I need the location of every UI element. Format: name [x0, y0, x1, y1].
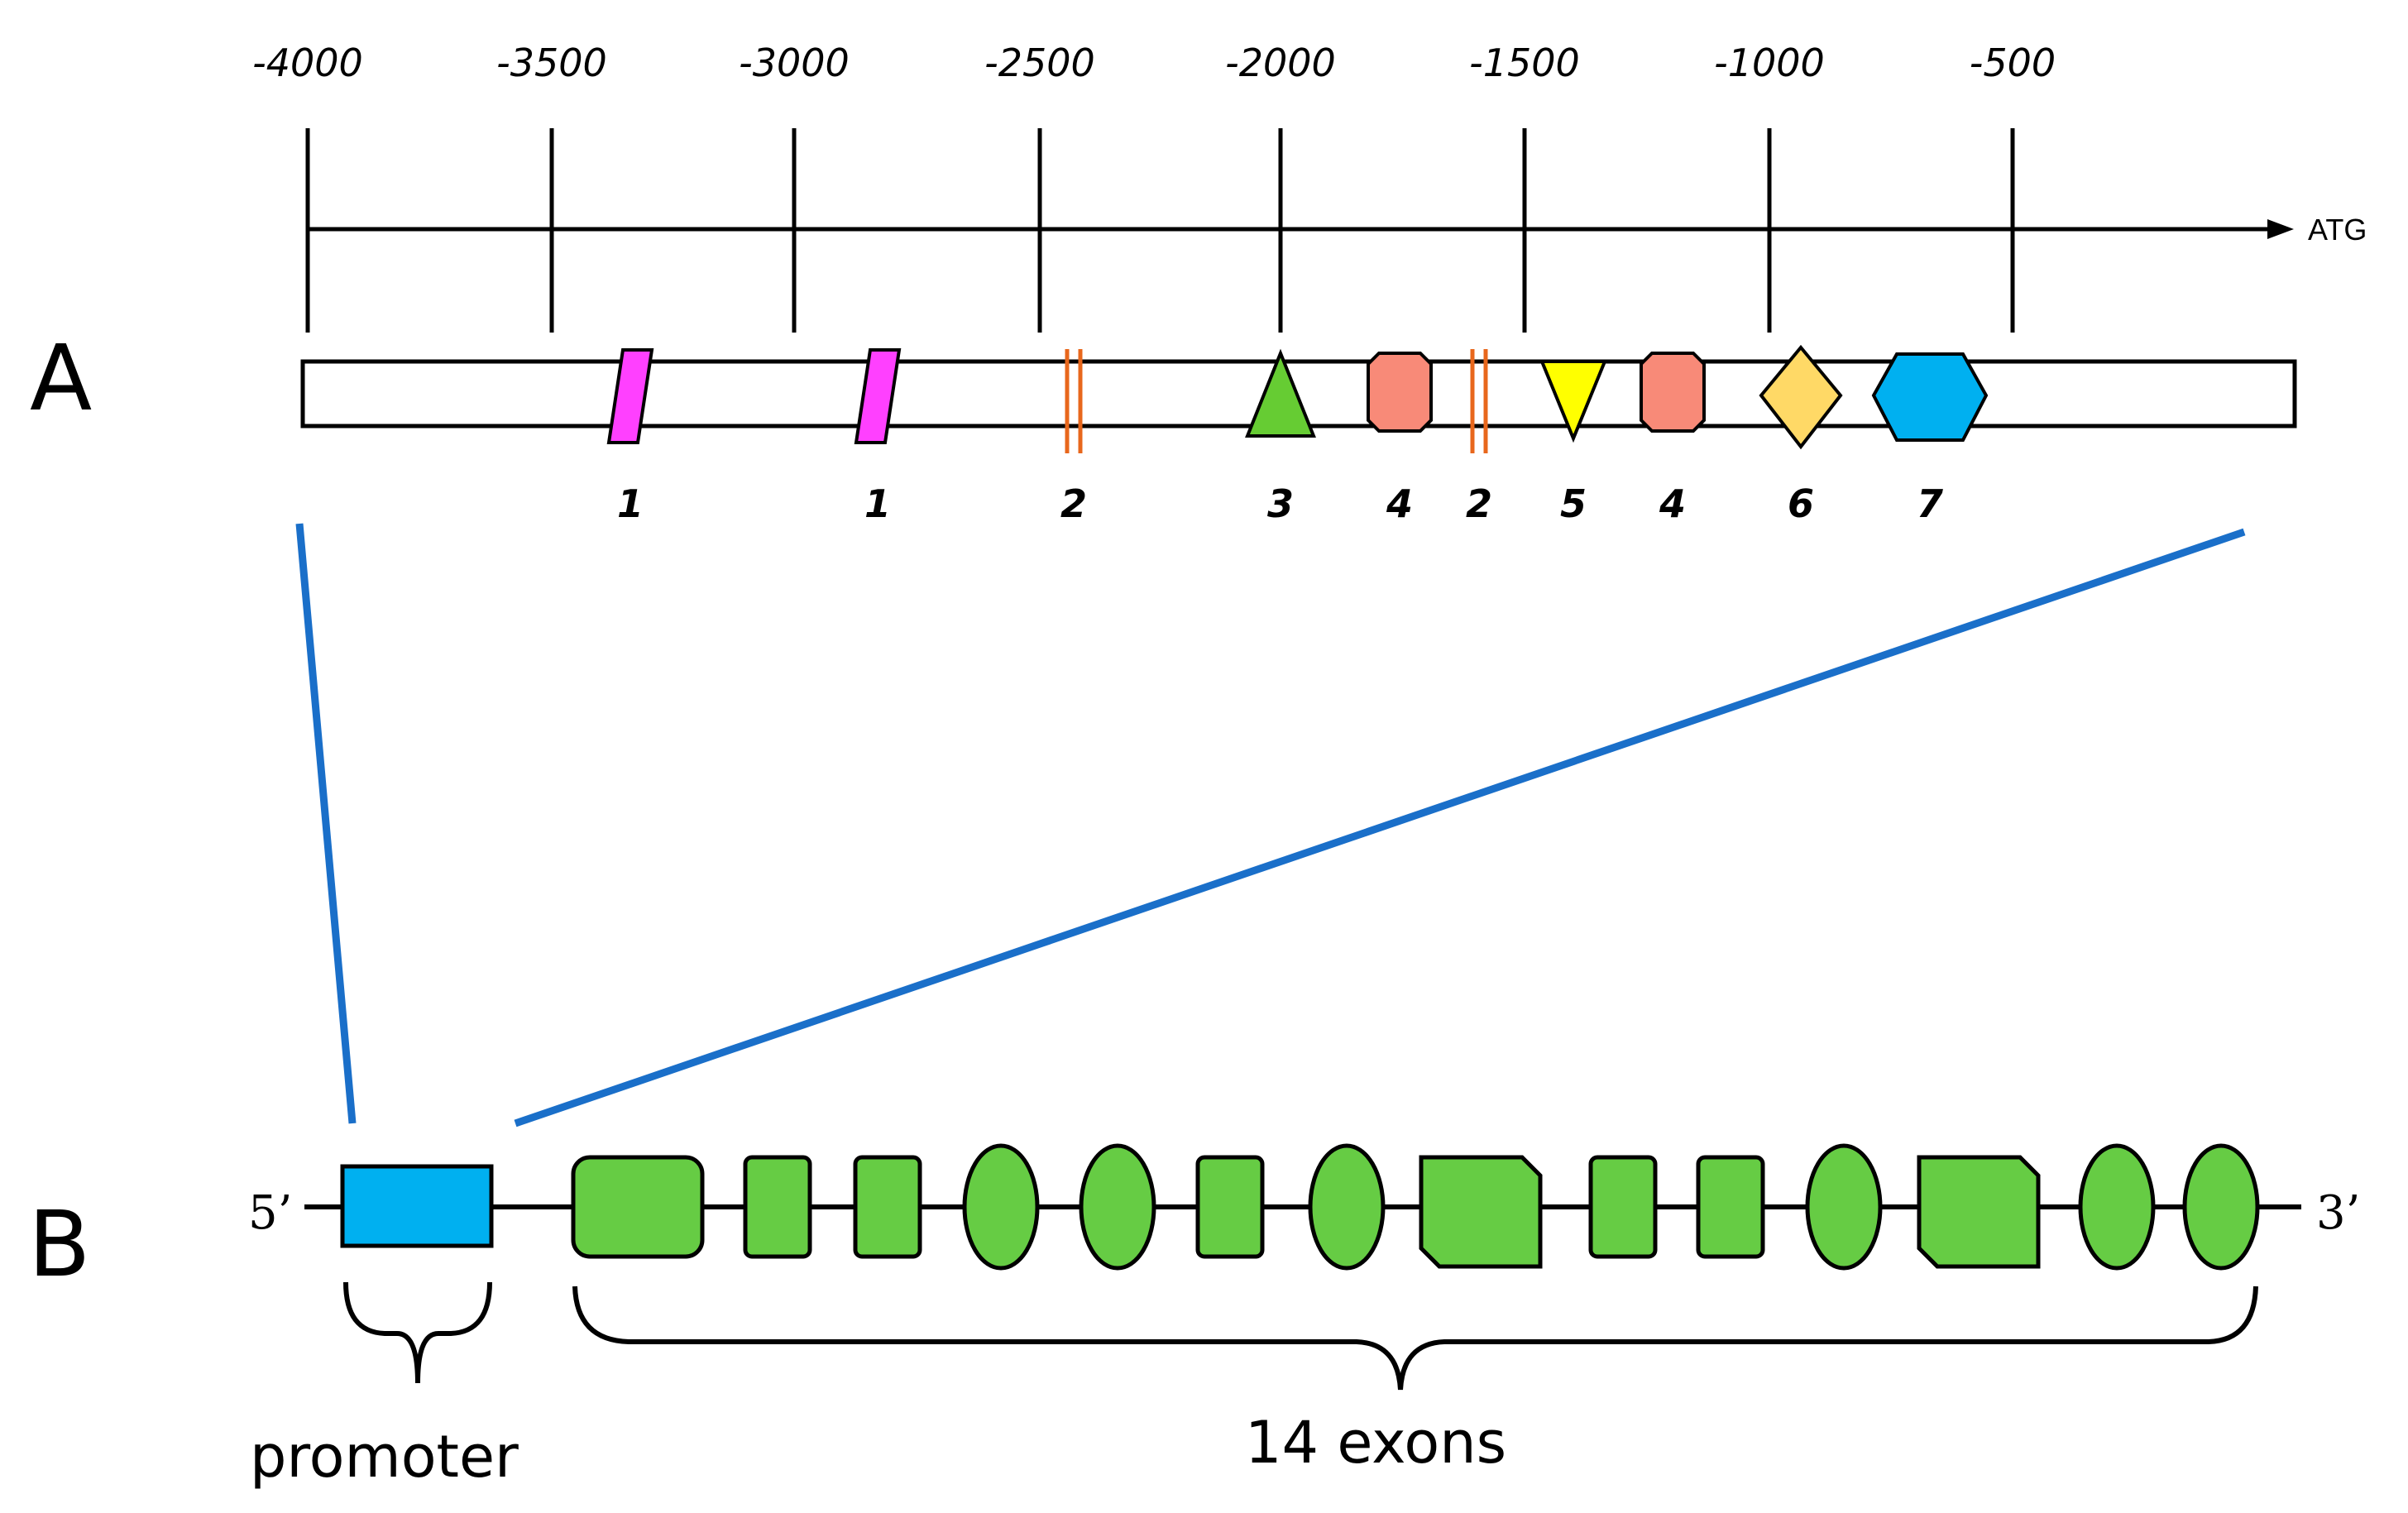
exon-9	[1588, 1155, 1658, 1259]
exon-2	[743, 1155, 812, 1259]
binding-site-4: 4	[1640, 352, 1706, 526]
binding-site-4: 4	[1367, 352, 1433, 526]
exon-7	[1308, 1143, 1386, 1271]
binding-site-label: 1	[864, 481, 891, 526]
promoter-brace	[343, 1281, 492, 1384]
hexagon-icon	[1871, 352, 1989, 442]
panel-b-letter: B	[28, 1191, 90, 1297]
binding-site-2: 2	[1466, 349, 1492, 526]
binding-site-label: 2	[1466, 481, 1492, 526]
position-axis: ATG -4000 -3500 -3000 -2500 -2000 -1500 -1000 -…	[252, 41, 2367, 333]
parallelogram-icon	[854, 348, 902, 444]
binding-site-7: 7	[1871, 352, 1989, 526]
binding-site-label: 7	[1917, 481, 1943, 526]
binding-site-label: 3	[1267, 481, 1294, 526]
octagon-icon	[1640, 352, 1706, 433]
exon-12	[1917, 1155, 2041, 1269]
axis-arrowhead	[2267, 219, 2294, 239]
axis-tick-label: -500	[1970, 41, 2056, 85]
binding-site-2: 2	[1060, 349, 1087, 526]
binding-site-6: 6	[1759, 344, 1843, 526]
inverted-triangle-icon	[1539, 360, 1607, 443]
octagon-icon	[1367, 352, 1433, 433]
zoom-line-right	[514, 528, 2246, 1128]
promoter-label: promoter	[250, 1423, 519, 1491]
binding-site-label: 6	[1788, 481, 1814, 526]
axis-tick-label: -3500	[496, 41, 607, 85]
exon-6	[1195, 1155, 1265, 1259]
exon-13	[2078, 1143, 2156, 1271]
triangle-icon	[1245, 348, 1316, 438]
binding-site-3: 3	[1245, 348, 1316, 526]
axis-tick-label: -3000	[739, 41, 850, 85]
binding-site-label: 2	[1060, 481, 1087, 526]
binding-site-label: 4	[1386, 481, 1413, 526]
exon-4	[962, 1143, 1040, 1271]
axis-tick-label: -2000	[1225, 41, 1336, 85]
zoom-line-left	[295, 523, 357, 1124]
binding-site-1: 1	[854, 348, 902, 526]
five-prime-label: 5’	[248, 1186, 292, 1240]
exon-5	[1079, 1143, 1156, 1271]
binding-site-label: 1	[617, 481, 644, 526]
axis-tick-label: -1000	[1714, 41, 1825, 85]
axis-tick-label: -2500	[984, 41, 1095, 85]
diamond-icon	[1759, 344, 1843, 450]
axis-tick-label: -1500	[1469, 41, 1580, 85]
binding-site-1: 1	[606, 348, 654, 526]
exon-8	[1419, 1155, 1543, 1269]
binding-sites: 1 1 2 3 4 2 5 4 6 7	[606, 344, 1989, 526]
parallelogram-icon	[606, 348, 654, 444]
exon-11	[1805, 1143, 1883, 1271]
exons	[571, 1143, 2260, 1271]
exons-brace	[572, 1286, 2258, 1391]
promoter-box	[340, 1164, 494, 1248]
binding-site-label: 5	[1560, 481, 1587, 526]
atg-label: ATG	[2308, 213, 2367, 247]
exon-1	[571, 1155, 705, 1259]
three-prime-label: 3’	[2316, 1186, 2360, 1240]
binding-site-label: 4	[1659, 481, 1686, 526]
panel-a-letter: A	[30, 325, 92, 431]
binding-site-5: 5	[1539, 360, 1607, 526]
axis-tick-label: -4000	[252, 41, 363, 85]
exon-10	[1696, 1155, 1765, 1259]
exon-3	[853, 1155, 922, 1259]
exon-14	[2182, 1143, 2260, 1271]
exons-label: 14 exons	[1245, 1409, 1506, 1477]
